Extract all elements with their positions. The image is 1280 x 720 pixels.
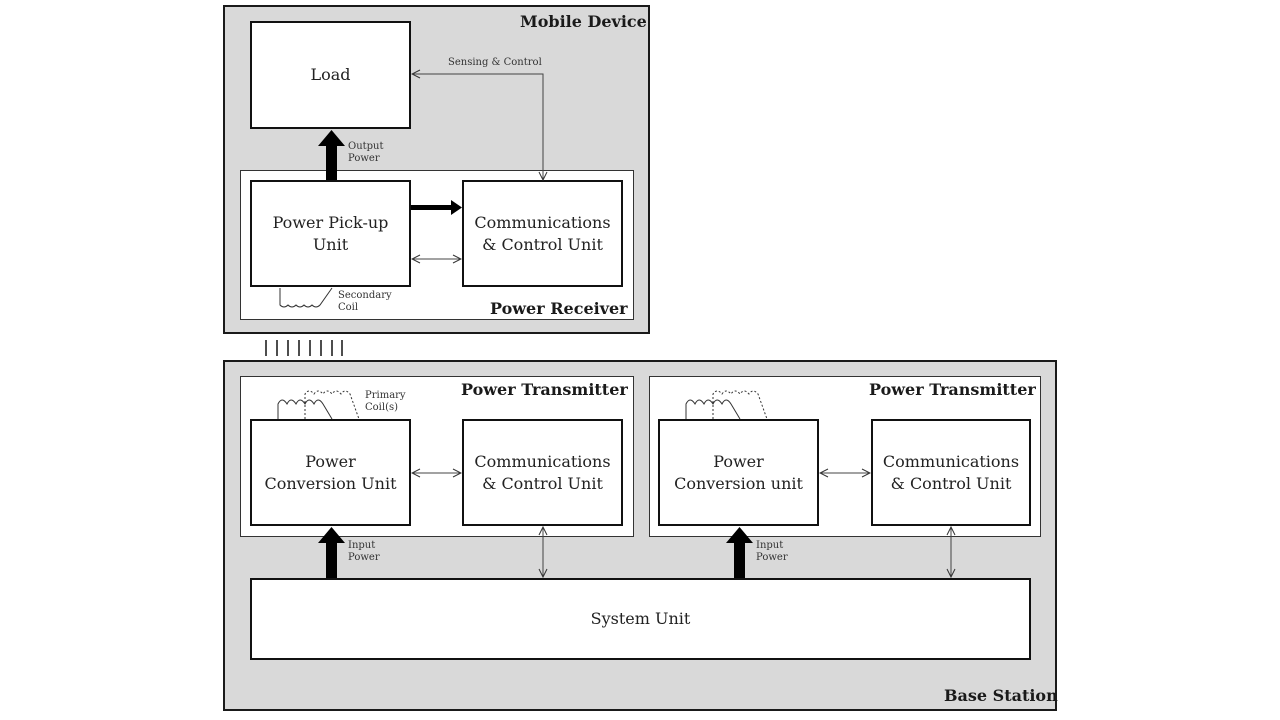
transmitter-1-comm-control-label: Communications & Control Unit (474, 451, 611, 493)
output-power-label: Output Power (348, 141, 384, 164)
power-conversion-unit-2-block: Power Conversion unit (658, 419, 819, 526)
transmitter-1-comm-control-block: Communications & Control Unit (462, 419, 623, 526)
power-pickup-unit-block: Power Pick-up Unit (250, 180, 411, 287)
transmitter-2-comm-control-label: Communications & Control Unit (882, 451, 1020, 493)
sensing-control-label: Sensing & Control (448, 57, 542, 68)
system-unit-block: System Unit (250, 578, 1031, 660)
receiver-comm-control-block: Communications & Control Unit (462, 180, 623, 287)
power-transmitter-2-title: Power Transmitter (869, 380, 1036, 399)
transmitter-2-comm-control-block: Communications & Control Unit (871, 419, 1031, 526)
input-power-2-label: Input Power (756, 540, 788, 563)
input-power-1-label: Input Power (348, 540, 380, 563)
power-transmitter-1-title: Power Transmitter (461, 380, 628, 399)
system-unit-label: System Unit (590, 609, 691, 628)
power-pickup-unit-label: Power Pick-up Unit (272, 212, 389, 254)
base-station-title: Base Station (944, 686, 1058, 705)
coupling-field-icon (265, 340, 343, 356)
power-conversion-unit-1-block: Power Conversion Unit (250, 419, 411, 526)
primary-coils-label: Primary Coil(s) (365, 390, 406, 413)
load-label: Load (310, 65, 351, 84)
power-receiver-title: Power Receiver (490, 299, 628, 318)
power-conversion-unit-2-label: Power Conversion unit (674, 451, 803, 493)
power-conversion-unit-1-label: Power Conversion Unit (264, 451, 397, 493)
mobile-device-title: Mobile Device (520, 12, 647, 31)
receiver-comm-control-label: Communications & Control Unit (474, 212, 611, 254)
secondary-coil-label: Secondary Coil (338, 290, 392, 313)
load-block: Load (250, 21, 411, 129)
